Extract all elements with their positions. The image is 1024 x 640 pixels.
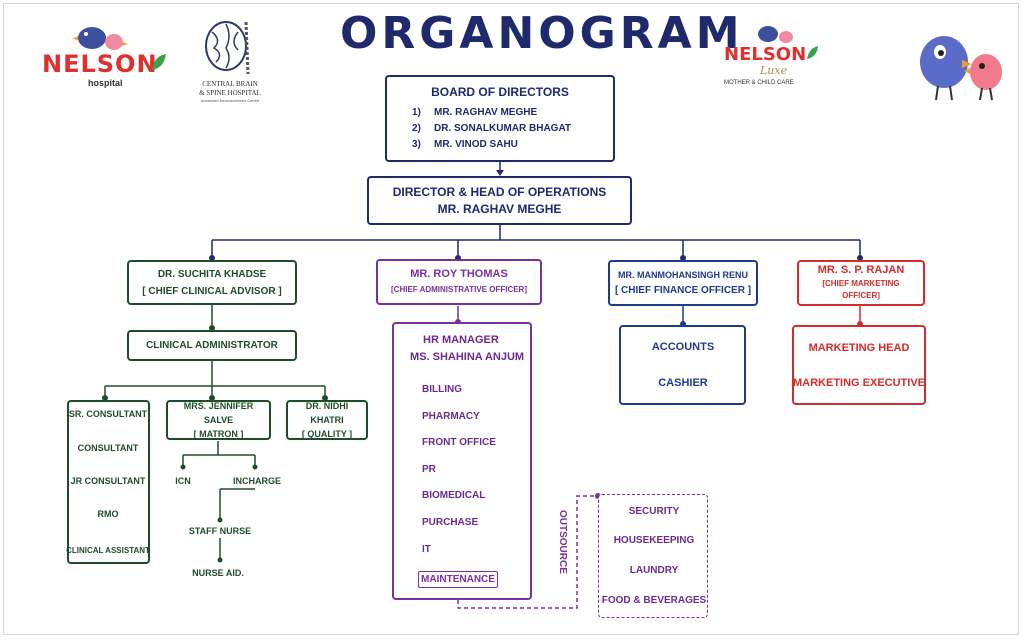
board-members-list: 1) MR. RAGHAV MEGHE 2) DR. SONALKUMAR BHAG… <box>412 105 571 153</box>
member-name: DR. SONALKUMAR BHAGAT <box>434 123 572 134</box>
hr-manager-name: MS. SHAHINA ANJUM <box>410 351 525 363</box>
member-name: MR. RAGHAV MEGHE <box>434 107 538 118</box>
outsourced-food-beverages: FOOD & BEVERAGES <box>601 595 707 606</box>
central-brain-line2: & SPINE HOSPITAL <box>199 89 261 97</box>
chief-finance-officer-box: MR. MANMOHANSINGH RENU [ CHIEF FINANCE O… <box>608 260 758 306</box>
member-number: 3) <box>412 139 421 150</box>
staff-nurse-label: STAFF NURSE <box>188 526 252 536</box>
admin-departments-box <box>392 322 532 600</box>
board-of-directors-box: BOARD OF DIRECTORS <box>385 75 615 162</box>
brain-icon <box>205 21 250 75</box>
member-name: MR. VINOD SAHU <box>434 139 518 150</box>
chain-item-clinical-assistant: CLINICAL ASSISTANT <box>66 546 150 555</box>
maintenance-box: MAINTENANCE <box>418 571 498 588</box>
leaf-icon <box>807 46 818 59</box>
quality-box: DR. NIDHI KHATRI [ QUALITY ] <box>286 400 368 440</box>
nelson-hospital-sub: hospital <box>88 78 123 88</box>
matron-name: MRS. JENNIFER SALVE <box>183 401 254 425</box>
clinical-head-role: [ CHIEF CLINICAL ADVISOR ] <box>142 285 282 297</box>
birds-icon <box>72 27 128 50</box>
central-brain-line3: Advanced Neurosciences Centre <box>200 98 260 103</box>
outsourced-laundry: LAUNDRY <box>629 565 679 576</box>
board-title: BOARD OF DIRECTORS <box>431 85 569 99</box>
dept-pharmacy: PHARMACY <box>422 411 480 422</box>
chain-item-jr-consultant: JR CONSULTANT <box>70 476 146 486</box>
admin-head-name: MR. ROY THOMAS <box>410 268 508 280</box>
clinical-administrator-box: CLINICAL ADMINISTRATOR <box>127 330 297 361</box>
chain-item-consultant: CONSULTANT <box>77 443 139 453</box>
dept-front-office: FRONT OFFICE <box>422 437 496 448</box>
dept-biomedical: BIOMEDICAL <box>422 490 486 501</box>
marketing-role-line1: [CHIEF MARKETING <box>822 279 900 288</box>
maintenance-label: MAINTENANCE <box>421 574 495 585</box>
outsourced-security: SECURITY <box>628 506 680 517</box>
icn-label: ICN <box>175 476 191 486</box>
matron-box: MRS. JENNIFER SALVE [ MATRON ] <box>166 400 271 440</box>
board-member: 2) DR. SONALKUMAR BHAGAT <box>412 121 571 137</box>
leaf-icon <box>152 54 166 70</box>
hr-manager-title: HR MANAGER <box>423 334 499 346</box>
page-title: ORGANOGRAM <box>340 8 744 59</box>
member-number: 2) <box>412 123 421 134</box>
marketing-head: MARKETING HEAD <box>808 342 910 354</box>
sr-consultant-chain-box <box>67 400 150 564</box>
incharge-label: INCHARGE <box>232 476 282 486</box>
birds-icon <box>758 26 793 43</box>
dept-it: IT <box>422 544 431 555</box>
clinical-administrator-label: CLINICAL ADMINISTRATOR <box>146 340 278 351</box>
central-brain-logo: CENTRAL BRAIN & SPINE HOSPITAL Advanced … <box>180 18 290 108</box>
two-birds-icon <box>920 36 1002 101</box>
quality-name: DR. NIDHI KHATRI <box>305 401 349 425</box>
dept-pr: PR <box>422 464 436 475</box>
director-box: DIRECTOR & HEAD OF OPERATIONS MR. RAGHAV… <box>367 176 632 225</box>
nurse-aid-label: NURSE AID. <box>192 568 244 578</box>
chain-item-sr-consultant: SR. CONSULTANT <box>68 409 148 419</box>
finance-head-role: [ CHIEF FINANCE OFFICER ] <box>614 285 752 296</box>
nelson-luxe-script: Luxe <box>760 64 788 77</box>
nelson-luxe-logo: NELSON Luxe MOTHER & CHILD CARE <box>720 20 830 95</box>
finance-head-name: MR. MANMOHANSINGH RENU <box>618 270 748 280</box>
chief-administrative-officer-box: MR. ROY THOMAS [CHIEF ADMINISTRATIVE OFF… <box>376 259 542 305</box>
clinical-head-name: DR. SUCHITA KHADSE <box>157 268 267 280</box>
matron-role: [ MATRON ] <box>193 429 244 439</box>
chief-marketing-officer-box: MR. S. P. RAJAN [CHIEF MARKETING OFFICER… <box>797 260 925 306</box>
nelson-hospital-logo: NELSON hospital <box>40 20 170 90</box>
finance-cashier: CASHIER <box>658 377 708 389</box>
nelson-luxe-brand: NELSON <box>724 44 807 65</box>
nelson-brand-text: NELSON <box>42 50 158 78</box>
outsourced-housekeeping: HOUSEKEEPING <box>613 535 695 546</box>
outsource-label: OUTSOURCE <box>557 510 568 574</box>
marketing-executive: MARKETING EXECUTIVE <box>792 377 926 389</box>
board-member: 3) MR. VINOD SAHU <box>412 137 571 153</box>
quality-role: [ QUALITY ] <box>301 429 353 439</box>
dept-purchase: PURCHASE <box>422 517 479 528</box>
central-brain-line1: CENTRAL BRAIN <box>202 80 258 88</box>
marketing-units-box <box>792 325 926 405</box>
director-name: MR. RAGHAV MEGHE <box>437 201 562 216</box>
director-title: DIRECTOR & HEAD OF OPERATIONS <box>392 184 607 199</box>
admin-head-role: [CHIEF ADMINISTRATIVE OFFICER] <box>391 285 527 294</box>
marketing-role-line2: OFFICER] <box>842 291 880 300</box>
finance-units-box <box>619 325 746 405</box>
chief-clinical-advisor-box: DR. SUCHITA KHADSE [ CHIEF CLINICAL ADVI… <box>127 260 297 305</box>
member-number: 1) <box>412 107 421 118</box>
board-member: 1) MR. RAGHAV MEGHE <box>412 105 571 121</box>
nelson-luxe-sub: MOTHER & CHILD CARE <box>724 80 794 86</box>
outsourced-services-box <box>598 494 708 618</box>
dept-billing: BILLING <box>422 384 462 395</box>
page-frame <box>3 3 1019 635</box>
finance-accounts: ACCOUNTS <box>651 341 715 353</box>
marketing-head-name: MR. S. P. RAJAN <box>817 264 905 276</box>
chain-item-rmo: RMO <box>97 509 119 519</box>
